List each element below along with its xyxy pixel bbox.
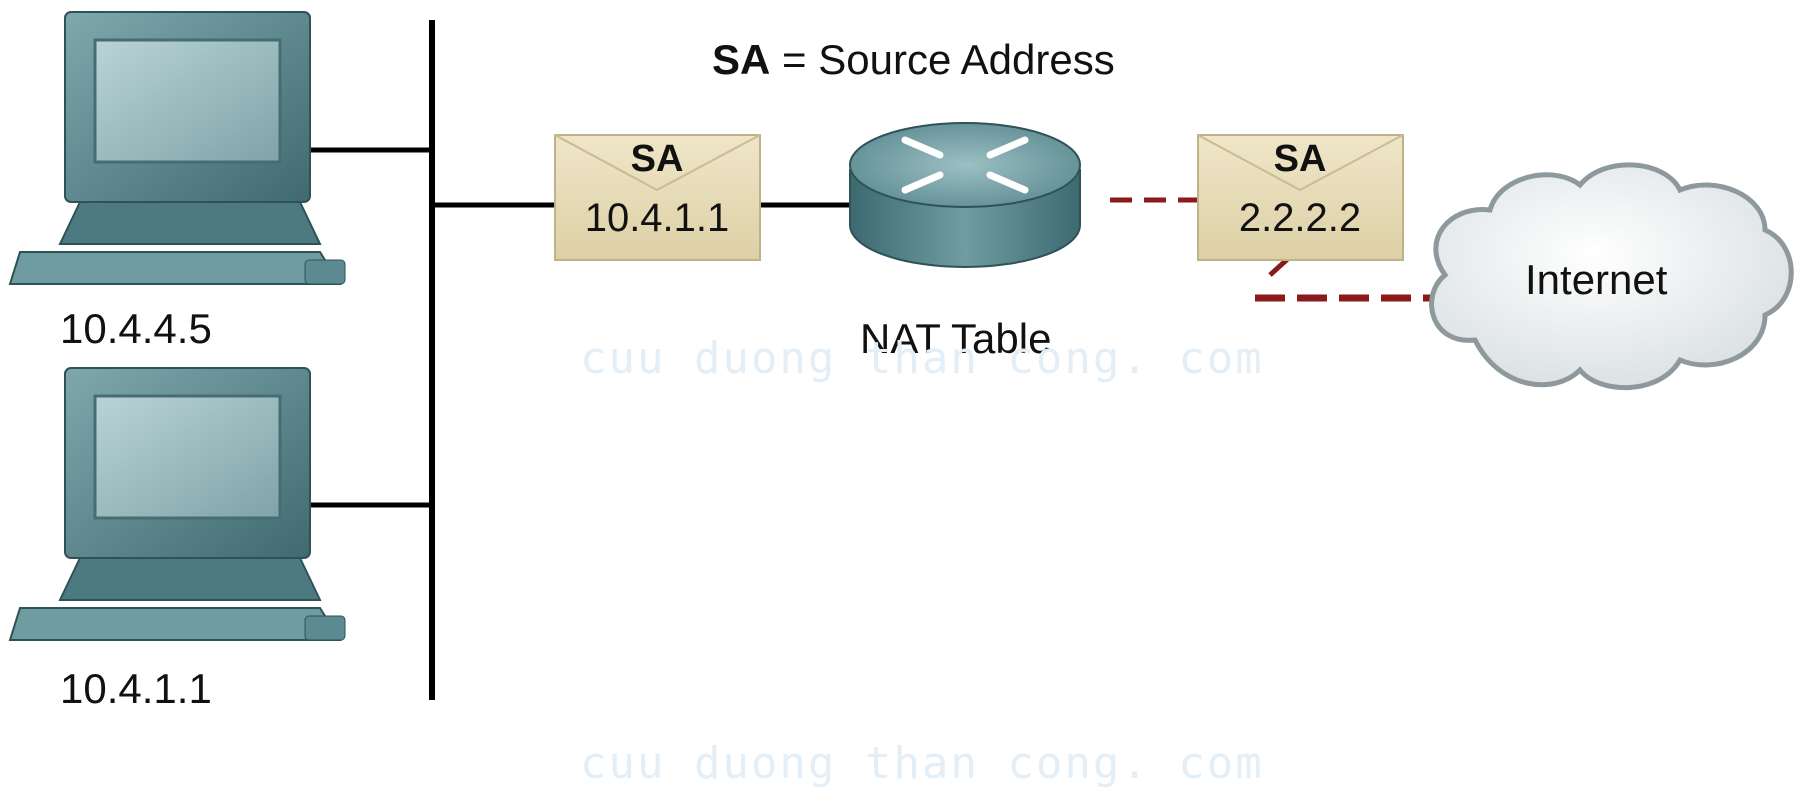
packet-title: SA xyxy=(1273,138,1327,180)
legend: SA = Source Address xyxy=(712,36,1115,84)
legend-meaning: Source Address xyxy=(818,36,1115,83)
watermark-text: cuu duong than cong. com xyxy=(580,738,1264,789)
cloud-label: Internet xyxy=(1525,256,1668,303)
legend-abbr: SA xyxy=(712,36,771,83)
computer-icon xyxy=(8,367,346,641)
packet-source-address: 2.2.2.2 xyxy=(1238,196,1362,240)
computer-icon xyxy=(8,11,346,285)
packet-source-address: 10.4.1.1 xyxy=(584,196,730,240)
host-ip-label: 10.4.1.1 xyxy=(60,665,212,712)
watermark-text: cuu duong than cong. com xyxy=(580,333,1264,384)
envelope-icon xyxy=(1197,134,1404,261)
host-ip-label: 10.4.4.5 xyxy=(60,305,212,352)
envelope-icon xyxy=(554,134,761,261)
packet-title: SA xyxy=(630,138,684,180)
legend-separator: = xyxy=(770,36,819,83)
router-icon xyxy=(849,122,1081,268)
cloud-icon xyxy=(1429,162,1794,391)
router-label: NAT Table xyxy=(860,315,1052,362)
